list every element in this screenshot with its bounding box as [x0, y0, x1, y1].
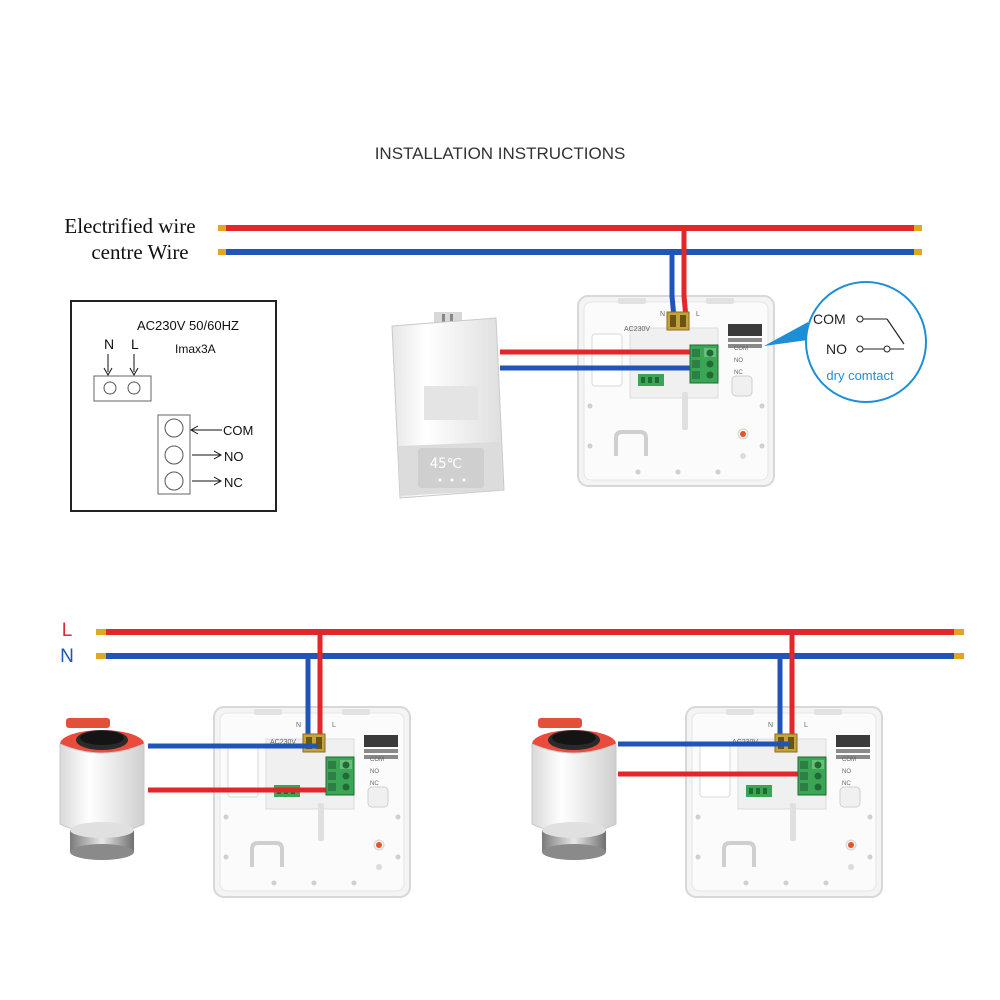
callout-com-label: COM — [813, 311, 846, 327]
left-thermostat-power-wires — [305, 632, 323, 740]
top-live-wire — [218, 225, 922, 231]
top-thermostat-power-wires — [669, 228, 689, 319]
top-neutral-wire — [218, 249, 922, 255]
right-thermostat-com-label: COM — [842, 757, 856, 763]
bottom-neutral-label: N — [60, 646, 74, 667]
bottom-neutral-wire — [96, 653, 964, 659]
right-actuator-wires — [618, 741, 800, 777]
top-thermostat: N L AC230V COM NO NC — [576, 294, 776, 488]
top-thermostat-no-label: NO — [734, 358, 743, 364]
top-thermostat-relay-block — [689, 344, 719, 384]
right-thermostat-n-label: N — [768, 722, 773, 729]
top-thermostat-n-label: N — [660, 311, 665, 318]
top-thermostat-com-label: COM — [734, 346, 748, 352]
boiler-illustration: 45℃ — [391, 312, 505, 499]
bottom-live-label: L — [62, 620, 73, 641]
spec-l-label: L — [131, 336, 139, 352]
power-terminal-block — [93, 375, 152, 402]
dry-contact-callout: COM NO dry comtact — [764, 281, 927, 403]
right-thermostat-power-wires — [777, 632, 795, 740]
boiler-temperature: 45℃ — [430, 456, 463, 472]
left-thermostat-voltage-label: AC230V — [270, 739, 296, 746]
bottom-live-wire — [96, 629, 964, 635]
top-thermostat-nc-label: NC — [734, 370, 743, 376]
top-thermostat-voltage-label: AC230V — [624, 326, 650, 333]
right-thermostat-no-label: NO — [842, 769, 851, 775]
right-thermal-actuator — [531, 717, 617, 861]
spec-voltage: AC230V 50/60HZ — [137, 318, 239, 333]
n-arrow — [103, 354, 113, 377]
page-title: INSTALLATION INSTRUCTIONS — [375, 144, 626, 163]
spec-current: Imax3A — [175, 342, 216, 356]
left-thermostat: N L AC230V COM NO NC — [212, 705, 412, 899]
left-thermostat-com-label: COM — [370, 757, 384, 763]
spec-com-label: COM — [223, 423, 253, 438]
wiring-spec-box: AC230V 50/60HZ Imax3A N L COM NO NC — [70, 300, 277, 512]
left-actuator-wires — [148, 743, 328, 793]
left-thermal-actuator — [59, 717, 145, 861]
boiler-control-wires — [500, 349, 690, 371]
l-arrow — [129, 354, 139, 377]
left-thermostat-l-label: L — [332, 722, 336, 729]
left-thermostat-n-label: N — [296, 722, 301, 729]
callout-no-label: NO — [826, 341, 847, 357]
right-thermostat-relay-block — [797, 756, 827, 796]
left-thermostat-nc-label: NC — [370, 781, 379, 787]
left-thermostat-no-label: NO — [370, 769, 379, 775]
boiler-display — [418, 448, 484, 488]
spec-nc-label: NC — [224, 475, 243, 490]
right-thermostat-l-label: L — [804, 722, 808, 729]
left-thermostat-relay-block — [325, 756, 355, 796]
live-wire-label: Electrified wire — [64, 214, 195, 238]
neutral-wire-label: centre Wire — [91, 240, 188, 264]
right-thermostat-nc-label: NC — [842, 781, 851, 787]
callout-caption: dry comtact — [826, 368, 894, 383]
top-thermostat-l-label: L — [696, 311, 700, 318]
top-thermostat-power-terminal — [666, 311, 690, 331]
left-thermostat-power-terminal — [302, 733, 326, 753]
spec-no-label: NO — [224, 449, 244, 464]
spec-n-label: N — [104, 336, 114, 352]
